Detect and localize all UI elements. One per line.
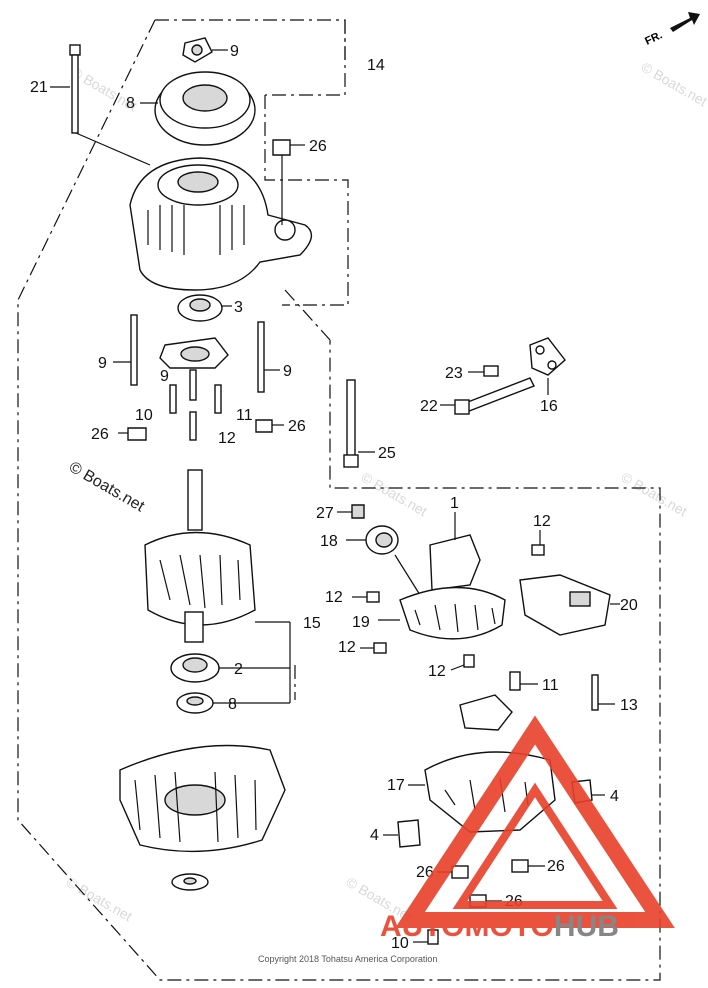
- callout-10: 10: [391, 935, 409, 952]
- watermark-large: © Boats.net: [66, 459, 148, 516]
- callout-12: 12: [428, 663, 446, 680]
- arrow-icon: [670, 12, 700, 32]
- logo-triangle-icon: [395, 715, 675, 928]
- callout-1: 1: [450, 495, 459, 512]
- part-25-nut: [272, 139, 305, 225]
- logo-hub: HUB: [554, 910, 619, 943]
- callout-9: 11: [236, 407, 253, 424]
- callout-19: 19: [352, 614, 370, 631]
- callout-11: 11: [542, 677, 559, 694]
- part-7-nut: [182, 37, 228, 63]
- part-gasket-plate: [159, 337, 229, 369]
- callout-15: 15: [303, 615, 321, 632]
- callout-22: 22: [420, 398, 438, 415]
- callout-25: 26: [309, 138, 327, 155]
- callout-9: 12: [218, 430, 236, 447]
- part-15-rotor: [144, 469, 290, 643]
- part-1-brush-holder: [429, 512, 481, 591]
- callout-2: 2: [234, 661, 243, 678]
- watermark: © Boats.net: [619, 469, 691, 520]
- part-11-screw: [509, 671, 538, 691]
- part-2-bearing: [170, 653, 290, 683]
- bracket-part: [459, 694, 513, 731]
- copyright-text: Copyright 2018 Tohatsu America Corporati…: [258, 954, 437, 964]
- washer: [171, 873, 209, 891]
- callout-3: 3: [234, 299, 243, 316]
- direction-label: FR.: [643, 29, 664, 47]
- callout-8: 9: [98, 355, 107, 372]
- callout-26: 26: [91, 426, 109, 443]
- callout-12: 12: [338, 639, 356, 656]
- callout-labels: 9 14 21 8 26 3 9 9 9 23 22 16 10 11 26 2…: [30, 43, 638, 952]
- automotohub-logo: AUTOMOTOHUB: [380, 715, 675, 943]
- part-3-bearing: [177, 294, 232, 322]
- part-8-studs: [113, 314, 280, 393]
- part-18-connector: [346, 525, 421, 596]
- part-10-screw: [413, 929, 439, 945]
- part-23-screw: [468, 365, 499, 377]
- watermark: © Boats.net: [359, 469, 431, 520]
- callout-24: 25: [378, 445, 396, 462]
- callout-9: 10: [135, 407, 153, 424]
- callout-17: 17: [387, 777, 405, 794]
- callout-4: 4: [370, 827, 379, 844]
- watermark: © Boats.net: [639, 59, 708, 110]
- part-27-screw: [337, 504, 365, 519]
- part-21-bolt: [50, 44, 151, 166]
- part-20-regulator: [519, 574, 620, 636]
- callout-13: 13: [620, 697, 638, 714]
- callout-12: 12: [533, 513, 551, 530]
- callout-14: 14: [367, 57, 385, 74]
- callout-26: 26: [288, 418, 306, 435]
- direction-indicator: FR.: [643, 12, 700, 48]
- rear-housing: [119, 744, 286, 853]
- part-12-screws: [352, 530, 545, 671]
- part-5-ring: [176, 692, 290, 714]
- callout-4: 4: [610, 788, 619, 805]
- callout-8: 9: [283, 363, 292, 380]
- callout-20: 20: [620, 597, 638, 614]
- callout-18: 18: [320, 533, 338, 550]
- part-6-pulley: [140, 71, 256, 146]
- part-9-screws: [169, 369, 222, 441]
- logo-inner-triangle-icon: [452, 782, 618, 909]
- part-13-screw: [591, 674, 615, 711]
- callout-6: 8: [126, 95, 135, 112]
- watermark: © Boats.net: [64, 874, 136, 925]
- callout-5: 8: [228, 696, 237, 713]
- part-22-bolt: [440, 377, 535, 415]
- callout-26: 26: [547, 858, 565, 875]
- callout-12: 12: [325, 589, 343, 606]
- logo-auto: AUTO: [380, 910, 464, 943]
- callout-27: 27: [316, 505, 334, 522]
- part-24-bolt: [343, 379, 375, 468]
- callout-7: 9: [230, 43, 239, 60]
- svg-text:AUTOMOTOHUB: AUTOMOTOHUB: [380, 910, 619, 943]
- callout-16: 16: [540, 398, 558, 415]
- callout-9: 9: [160, 368, 169, 385]
- callout-23: 23: [445, 365, 463, 382]
- part-16-plate: [529, 337, 566, 395]
- callout-21: 21: [30, 79, 48, 96]
- part-26-nuts: [118, 419, 284, 441]
- logo-moto: MOTO: [464, 910, 553, 943]
- alternator-housing: [129, 157, 313, 291]
- part-19-rectifier: [378, 586, 506, 640]
